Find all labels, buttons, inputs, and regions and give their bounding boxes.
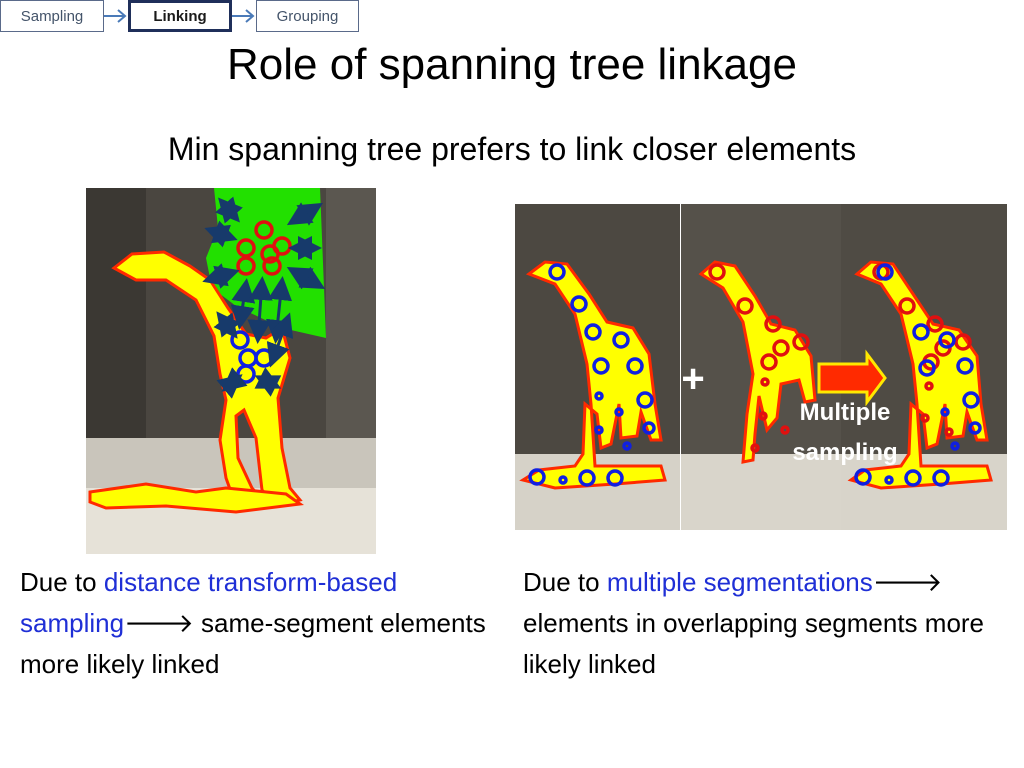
arrow-label-line1: Multiple (800, 399, 891, 426)
arrow-right-icon (232, 9, 255, 23)
multiple-segmentations-image: + Multiple sampling (515, 204, 1007, 530)
caption-prefix: Due to (20, 567, 104, 597)
left-caption: Due to distance transform-based sampling… (20, 562, 490, 685)
right-caption: Due to multiple segmentations🡒 elements … (523, 562, 1013, 685)
giraffe-segmentation-image (86, 188, 376, 554)
caption-rest: elements in overlapping segments more li… (523, 608, 985, 679)
breadcrumb-step-sampling[interactable]: Sampling (0, 0, 104, 32)
mst-link-arrows (202, 196, 326, 399)
left-figure (86, 188, 376, 554)
slide-title: Role of spanning tree linkage (227, 40, 797, 89)
caption-arrow-icon: 🡒 (872, 567, 943, 597)
arrow-right-icon (817, 349, 887, 407)
breadcrumb-step-linking[interactable]: Linking (128, 0, 232, 32)
segmentation-panel-2 (681, 204, 841, 530)
caption-highlight: multiple segmentations (606, 567, 873, 597)
caption-highlight: distance transform-based sampling (20, 567, 398, 638)
segmentation-panel-1 (515, 204, 680, 530)
arrow-label-line2: sampling (792, 439, 897, 466)
arrow-right-icon (104, 9, 127, 23)
breadcrumb-label: Linking (153, 7, 207, 25)
yellow-ground-segment (88, 482, 304, 514)
breadcrumb-step-grouping[interactable]: Grouping (256, 0, 359, 32)
caption-arrow-icon: 🡒 (124, 608, 194, 638)
plus-symbol: + (681, 357, 704, 401)
red-samples (236, 220, 292, 276)
breadcrumb-label: Grouping (276, 7, 339, 25)
caption-rest: same-segment elements more likely linked (20, 608, 486, 679)
right-figure: + Multiple sampling (515, 204, 1007, 530)
breadcrumb-label: Sampling (20, 7, 84, 25)
slide-subtitle: Min spanning tree prefers to link closer… (167, 131, 857, 167)
caption-prefix: Due to (523, 567, 607, 597)
